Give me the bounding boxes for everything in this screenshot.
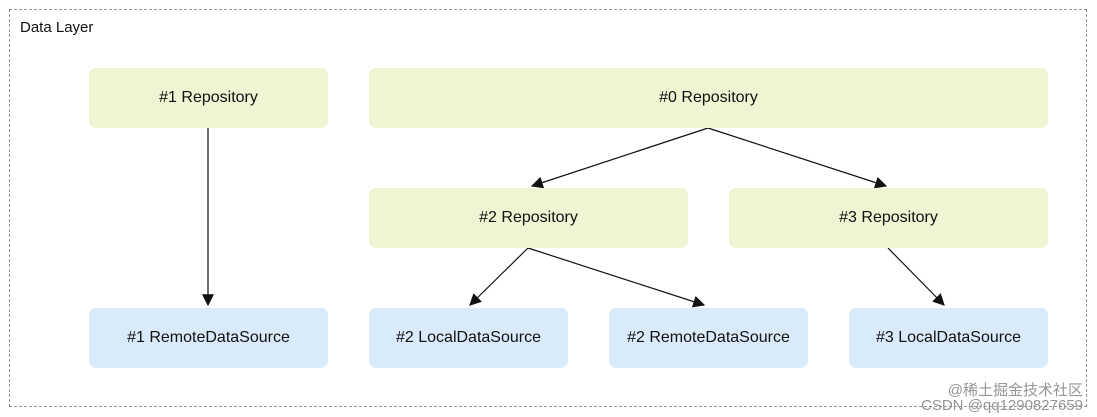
node-remote-data-source-1: #1 RemoteDataSource	[89, 308, 328, 368]
node-repository-3-label: #3 Repository	[839, 209, 938, 226]
watermark-line-1: @稀土掘金技术社区	[947, 382, 1083, 399]
data-layer-frame	[9, 9, 1087, 407]
node-remote-data-source-2-label: #2 RemoteDataSource	[627, 329, 790, 346]
node-local-data-source-3: #3 LocalDataSource	[849, 308, 1048, 368]
node-repository-2: #2 Repository	[369, 188, 688, 248]
data-layer-title: Data Layer	[20, 19, 94, 36]
node-repository-1: #1 Repository	[89, 68, 328, 128]
node-remote-data-source-2: #2 RemoteDataSource	[609, 308, 808, 368]
edge-repo0-to-repo3	[707, 127, 888, 189]
node-repository-3: #3 Repository	[729, 188, 1048, 248]
node-repository-0: #0 Repository	[369, 68, 1048, 128]
node-local-data-source-2: #2 LocalDataSource	[369, 308, 568, 368]
edge-repo3-to-local3	[887, 247, 945, 306]
node-remote-data-source-1-label: #1 RemoteDataSource	[127, 329, 290, 346]
edge-repo2-to-local2	[469, 247, 529, 306]
node-repository-0-label: #0 Repository	[659, 89, 758, 106]
node-local-data-source-2-label: #2 LocalDataSource	[396, 329, 541, 346]
node-repository-2-label: #2 Repository	[479, 209, 578, 226]
watermark: @稀土掘金技术社区 CSDN @qq1290827659	[921, 383, 1083, 413]
node-repository-1-label: #1 Repository	[159, 89, 258, 106]
edge-repo2-to-remote2	[527, 247, 706, 308]
watermark-line-2: CSDN @qq1290827659	[920, 397, 1083, 414]
node-local-data-source-3-label: #3 LocalDataSource	[876, 329, 1021, 346]
edge-repo0-to-repo2	[530, 127, 709, 189]
